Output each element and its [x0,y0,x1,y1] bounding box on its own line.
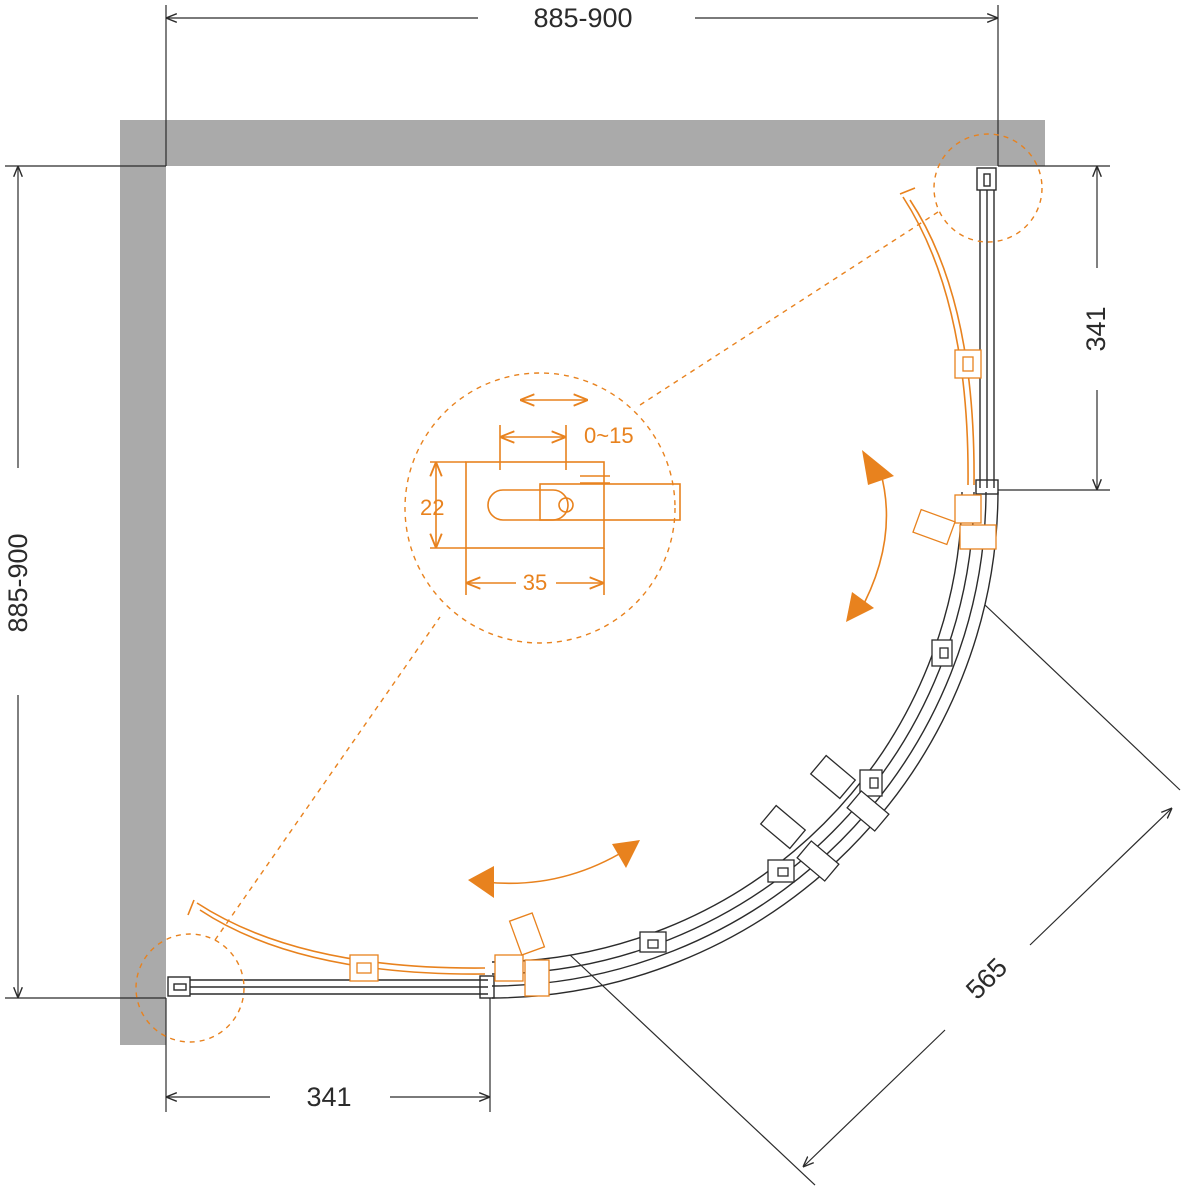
bottom-segment-label: 341 [306,1082,351,1112]
rollers-black [639,639,953,953]
diagonal-dimension: 565 [569,604,1181,1186]
swing-arrow-horizontal [484,849,627,885]
adjust-range-label: 0~15 [584,423,634,448]
back-wall [120,120,1045,166]
detail-width-label: 35 [523,570,547,595]
detail-circles [135,133,1043,1043]
left-height-label: 885-900 [3,533,33,632]
right-segment-dimension: 341 [998,165,1111,491]
detail-height-label: 22 [420,495,444,520]
walls [120,120,1045,1045]
swing-arrows [468,450,894,898]
top-width-dimension: 885-900 [165,3,999,166]
top-width-label: 885-900 [533,3,632,33]
door-open-position [187,187,975,975]
rollers-orange [349,349,997,997]
right-segment-label: 341 [1081,306,1111,351]
bottom-segment-dimension: 341 [165,998,491,1112]
left-height-dimension: 885-900 [3,165,166,999]
side-wall [120,120,166,1045]
diagonal-label: 565 [960,952,1013,1005]
fixed-panel-right [975,167,999,495]
swing-arrow-vertical [857,469,888,616]
curved-door-tracks [491,491,999,999]
detail-view: 0~15 22 35 [420,400,681,596]
fixed-panel-bottom [167,975,495,999]
detail-magnifier [404,372,676,644]
